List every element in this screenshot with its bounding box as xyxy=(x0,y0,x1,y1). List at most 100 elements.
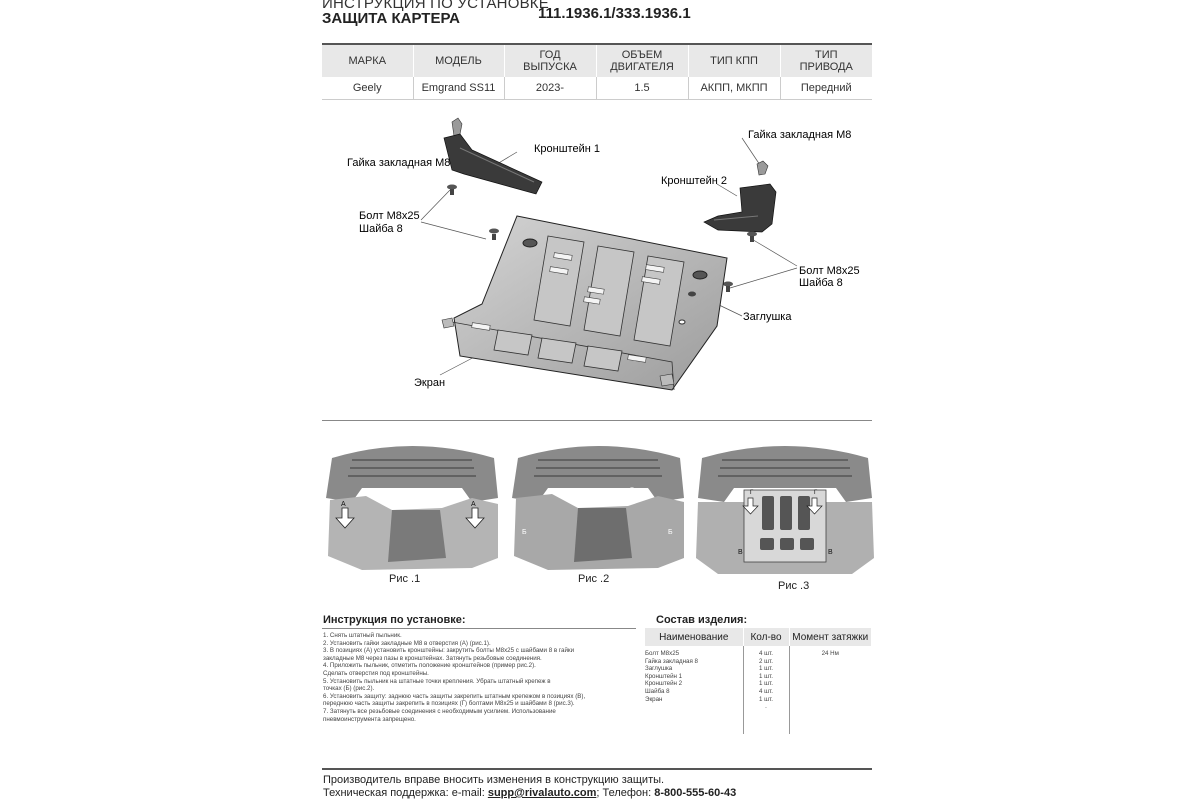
support-label: Техническая поддержка: e-mail: xyxy=(323,787,488,799)
composition-header-torque: Момент затяжки xyxy=(789,628,871,646)
footer-support: Техническая поддержка: e-mail: supp@riva… xyxy=(323,787,736,799)
assembly-diagram: Гайка закладная М8 Кронштейн 1 Болт М8х2… xyxy=(347,117,860,391)
spec-value-row: Geely Emgrand SS11 2023- 1.5 АКПП, МКПП … xyxy=(322,77,872,100)
instructions-title: Инструкция по установке: xyxy=(323,614,466,626)
embedded-nut-right-icon xyxy=(756,160,769,176)
spec-header-cell: МОДЕЛЬ xyxy=(413,45,505,77)
skid-plate-icon xyxy=(441,215,728,391)
composition-item-qty: 1 шт. xyxy=(759,665,773,673)
composition-item-name: Шайба 8 xyxy=(645,687,670,695)
embedded-nut-left-icon xyxy=(451,117,463,137)
composition-header-row: Наименование Кол-во Момент затяжки xyxy=(645,628,871,646)
mark-b-left: Б xyxy=(522,529,527,536)
doc-title-line1: ИНСТРУКЦИЯ ПО УСТАНОВКЕ xyxy=(322,0,549,12)
label-bolt-right: Болт М8х25 xyxy=(799,265,860,277)
instructions-list: 1. Снять штатный пыльник. 2. Установить … xyxy=(323,632,635,723)
section-divider xyxy=(322,420,872,421)
mark-g-left: Г xyxy=(750,490,754,496)
instruction-line: 6. Установить защиту: заднюю часть защит… xyxy=(323,692,586,700)
label-bolt-left: Болт М8х25 xyxy=(359,210,420,222)
header-divider xyxy=(322,43,872,45)
footer-notice: Производитель вправе вносить изменения в… xyxy=(323,774,665,786)
mark-b-right: Б xyxy=(668,529,673,536)
label-washer-right: Шайба 8 xyxy=(799,277,843,289)
composition-item-name: Экран xyxy=(645,695,663,703)
label-nut-right: Гайка закладная М8 xyxy=(748,129,851,141)
doc-title-line2: ЗАЩИТА КАРТЕРА xyxy=(322,10,460,27)
mark-v-left: В xyxy=(738,549,743,556)
composition-item-qty: 2 шт. xyxy=(759,657,773,665)
composition-item-name: Заглушка xyxy=(645,665,673,673)
composition-names-col: Болт М8х25 Гайка закладная 8 Заглушка Кр… xyxy=(645,646,744,734)
spec-brand: Geely xyxy=(322,77,414,100)
photo-fig-3: В В Г Г xyxy=(692,438,878,580)
spec-engine: 1.5 xyxy=(596,77,689,100)
photo-fig-2: Б Б xyxy=(508,438,688,580)
instruction-line: закладные М8 через пазы в кронштейнах. З… xyxy=(323,654,542,662)
spec-header-cell: МАРКА xyxy=(322,45,414,77)
spec-model: Emgrand SS11 xyxy=(413,77,505,100)
spec-drive: Передний xyxy=(780,77,872,100)
label-washer-left: Шайба 8 xyxy=(359,223,403,235)
composition-body-row: Болт М8х25 Гайка закладная 8 Заглушка Кр… xyxy=(645,646,871,734)
instruction-line: 1. Снять штатный пыльник. xyxy=(323,632,402,639)
instruction-line: пневмоинструмента запрещено. xyxy=(323,715,416,723)
caption-fig-3: Рис .3 xyxy=(778,580,810,592)
bolt-washer-left-icon xyxy=(447,184,499,240)
composition-header-qty: Кол-во xyxy=(743,628,790,646)
instruction-line: 4. Приложить пыльник, отметить положение… xyxy=(323,662,536,670)
label-nut-left: Гайка закладная М8 xyxy=(347,157,450,169)
support-phone[interactable]: 8-800-555-60-43 xyxy=(654,787,737,799)
spec-year: 2023- xyxy=(504,77,597,100)
spec-gearbox: АКПП, МКПП xyxy=(688,77,781,100)
label-screen: Экран xyxy=(414,377,445,389)
composition-torque-col: 24 Нм xyxy=(789,646,871,734)
bracket-2-icon xyxy=(703,183,777,233)
mark-a-right: A xyxy=(471,501,476,508)
composition-title: Состав изделия: xyxy=(656,614,748,626)
label-bracket-2: Кронштейн 2 xyxy=(661,175,727,187)
label-bracket-1: Кронштейн 1 xyxy=(534,143,600,155)
composition-item-qty: 1 шт. xyxy=(759,695,773,703)
caption-fig-1: Рис .1 xyxy=(389,573,421,585)
part-code: 111.1936.1/333.1936.1 xyxy=(538,5,691,22)
phone-label: ; Телефон: xyxy=(596,787,655,799)
composition-table: Наименование Кол-во Момент затяжки Болт … xyxy=(645,628,871,734)
instruction-line: 5. Установить пыльник на штатные точки к… xyxy=(323,677,551,685)
support-email-link[interactable]: supp@rivalauto.com xyxy=(487,787,597,799)
footer-divider xyxy=(322,768,872,770)
composition-item-qty: 1 шт. xyxy=(759,680,773,688)
composition-item-name: Кронштейн 2 xyxy=(645,680,683,688)
mark-a-left: A xyxy=(341,501,346,508)
instruction-line: 7. Затянуть все резьбовые соединения с н… xyxy=(323,707,556,715)
composition-item-qty: 4 шт. xyxy=(759,650,773,657)
composition-item-name: Гайка закладная 8 xyxy=(645,657,698,665)
spec-header-cell: ТИП КПП xyxy=(688,45,781,77)
composition-qty-col: 4 шт. 2 шт. 1 шт. 1 шт. 1 шт. 4 шт. 1 шт… xyxy=(743,646,790,734)
mark-v-right: В xyxy=(828,549,833,556)
composition-item-name: Кронштейн 1 xyxy=(645,672,683,680)
bracket-1-icon xyxy=(443,133,543,195)
composition-item-qty: 1 шт. xyxy=(759,672,773,680)
bolt-washer-right-icon xyxy=(723,231,757,292)
composition-item-name: Болт М8х25 xyxy=(645,650,680,657)
instruction-line: точках (Б) (рис.2). xyxy=(323,685,375,693)
photo-fig-1: A A xyxy=(322,438,502,580)
instruction-line: переднюю часть защиты закрепить в позици… xyxy=(323,700,575,708)
composition-item-torque: 24 Нм xyxy=(821,650,839,657)
instruction-line: Сделать отверстия под кронштейны. xyxy=(323,669,429,677)
label-plug: Заглушка xyxy=(743,311,792,323)
caption-fig-2: Рис .2 xyxy=(578,573,610,585)
composition-header-name: Наименование xyxy=(645,628,744,646)
instructions-divider xyxy=(322,628,636,629)
instruction-line: 3. В позициях (А) установить кронштейны:… xyxy=(323,647,575,655)
composition-item-qty: . xyxy=(765,703,767,711)
composition-item-qty: 4 шт. xyxy=(759,687,773,695)
mark-g-right: Г xyxy=(814,490,818,496)
instruction-line: 2. Установить гайки закладные М8 в отвер… xyxy=(323,639,491,647)
